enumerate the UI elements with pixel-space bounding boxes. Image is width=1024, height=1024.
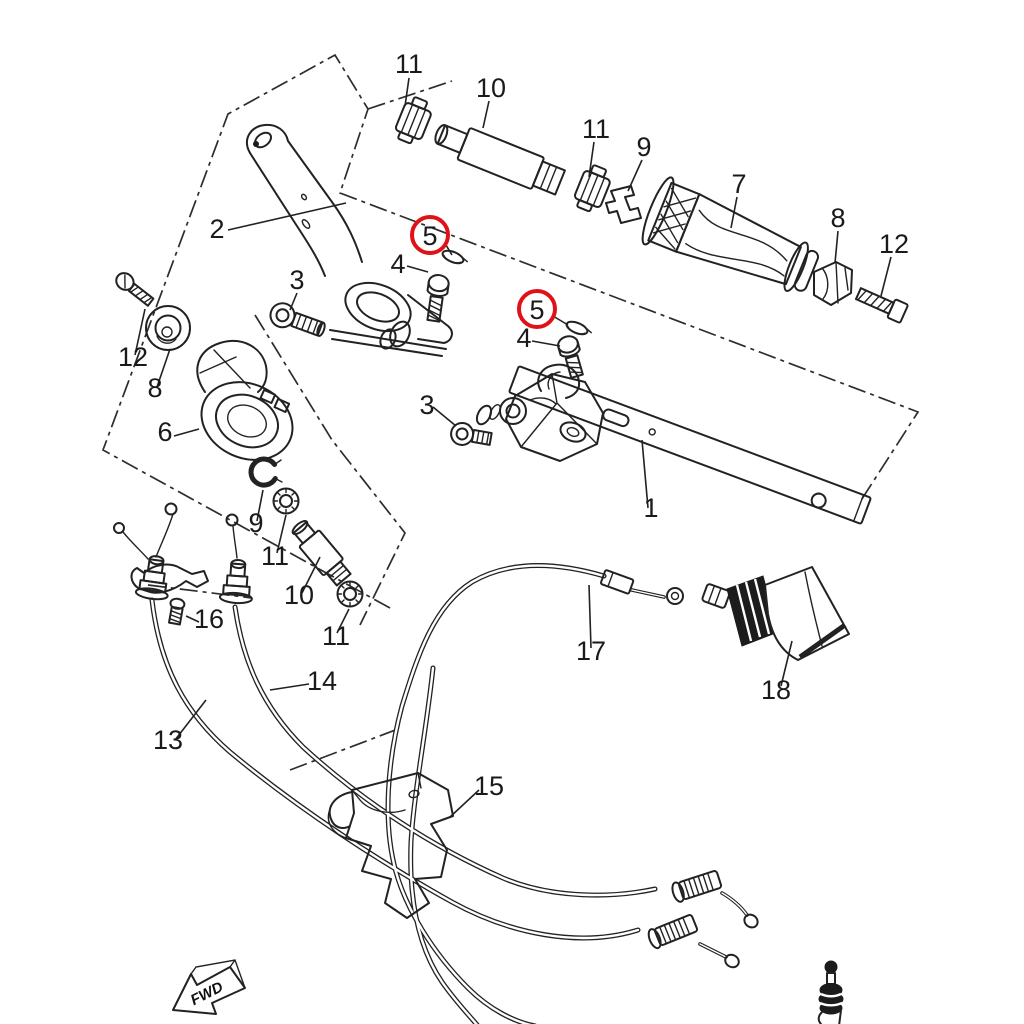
callout-part-9-b: 9 (248, 508, 263, 538)
part-9-c-clip (248, 456, 283, 488)
part-12-screw-left (115, 272, 155, 307)
part-8-bar-end-right (813, 261, 853, 306)
callout-part-4-a: 4 (390, 249, 405, 279)
highlight-circle-5-a (410, 215, 450, 255)
cable-adjusters (647, 870, 759, 969)
callout-part-7: 7 (731, 169, 746, 199)
callout-part-2: 2 (209, 214, 224, 244)
part-11-nut-c (272, 487, 300, 515)
callout-part-5-b: 5 (529, 295, 544, 325)
part-11-cable-clip-a (394, 96, 432, 145)
part-17-cable-end (600, 569, 684, 605)
callout-part-9-a: 9 (636, 132, 651, 162)
callout-part-4-b: 4 (516, 323, 531, 353)
part-4-screw-a (426, 274, 450, 323)
callout-part-11-a: 11 (395, 49, 423, 79)
callout-part-14: 14 (307, 666, 337, 696)
callout-part-12-b: 12 (879, 229, 909, 259)
callout-part-11-b: 11 (582, 114, 610, 144)
callout-part-6: 6 (157, 417, 172, 447)
callout-part-3-a: 3 (289, 265, 304, 295)
callout-labels: 11 10 11 9 7 8 12 2 5 4 3 12 8 6 5 4 3 1… (118, 49, 909, 801)
highlight-circles (410, 215, 557, 329)
callout-part-11-d: 11 (322, 621, 350, 651)
part-5-washer-a (441, 249, 468, 265)
callout-part-10-b: 10 (284, 580, 314, 610)
highlight-circle-5-b (517, 289, 557, 329)
cable-fitting-bottom-right (817, 960, 844, 1024)
part-7-grip (641, 176, 820, 292)
part-3-bolt-a (269, 302, 326, 337)
callout-part-13: 13 (153, 725, 183, 755)
part-6-throttle-housing (196, 340, 294, 461)
part-1-right-handlebar (475, 363, 872, 525)
part-10-tube-b (291, 520, 352, 587)
callout-part-16: 16 (194, 604, 224, 634)
part-15-guide-bracket (327, 772, 454, 919)
part-18-boot (701, 566, 850, 661)
callout-part-17: 17 (576, 636, 606, 666)
callout-part-1: 1 (643, 493, 658, 523)
part-16-bracket-screw (130, 563, 209, 626)
callout-part-10-a: 10 (476, 73, 506, 103)
callout-part-18: 18 (761, 675, 791, 705)
callout-part-5-a: 5 (422, 221, 437, 251)
part-2-left-handlebar (246, 123, 453, 357)
part-12-screw-right (854, 287, 909, 324)
callout-part-8-a: 8 (147, 373, 162, 403)
callout-part-12-a: 12 (118, 342, 148, 372)
callout-part-8-b: 8 (830, 203, 845, 233)
callout-part-11-c: 11 (261, 541, 289, 571)
callout-part-15: 15 (474, 771, 504, 801)
callout-part-3-b: 3 (419, 390, 434, 420)
part-3-bolt-b (450, 421, 493, 446)
part-8-cap-left (145, 305, 191, 351)
leader-lines (134, 77, 892, 818)
part-9-holder-a (605, 185, 642, 224)
cable-upper-ends (113, 502, 253, 605)
part-10-tube-a (434, 124, 566, 196)
